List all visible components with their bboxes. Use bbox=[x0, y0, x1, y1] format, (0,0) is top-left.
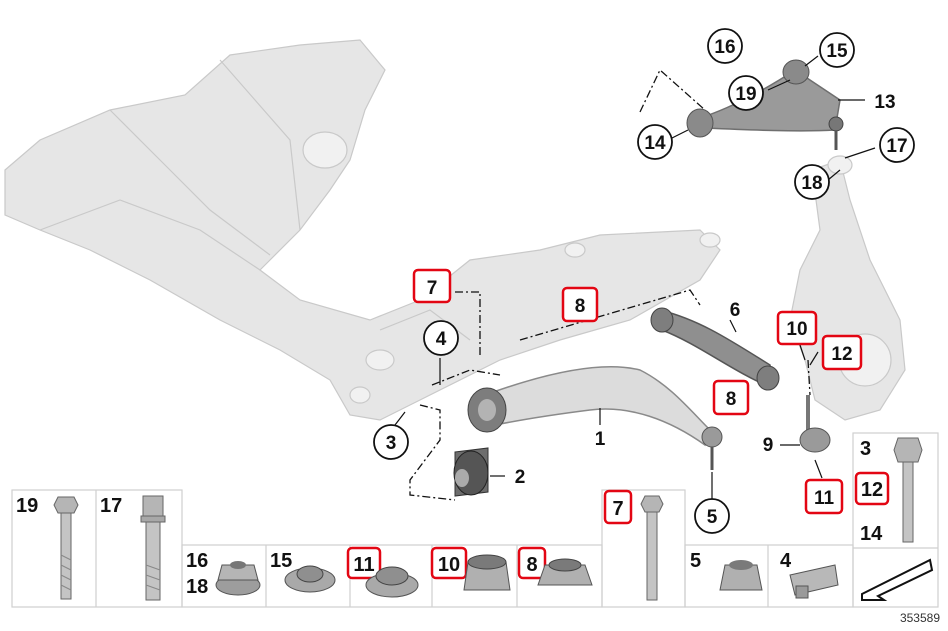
part-label-5: 5 bbox=[690, 550, 701, 572]
upper-wishbone bbox=[686, 59, 844, 150]
callout-label: 16 bbox=[714, 37, 735, 58]
callout-label: 4 bbox=[436, 329, 447, 350]
part-label-7: 7 bbox=[612, 498, 623, 520]
callout-label: 8 bbox=[575, 296, 586, 317]
highlight-box-12 bbox=[854, 471, 890, 506]
callout-14: 14 bbox=[637, 124, 673, 160]
callout-label: 13 bbox=[874, 92, 895, 113]
part-label-16: 16 bbox=[186, 550, 208, 572]
callout-label: 18 bbox=[801, 173, 822, 194]
bolt-19 bbox=[53, 496, 79, 600]
nut-5 bbox=[719, 560, 763, 591]
rubber-bearing bbox=[453, 447, 489, 497]
callout-7-highlighted: 7 bbox=[412, 268, 452, 304]
callout-18: 18 bbox=[794, 164, 830, 200]
callout-label: 12 bbox=[831, 344, 852, 365]
bolt-17 bbox=[140, 495, 166, 601]
callout-17: 17 bbox=[879, 127, 915, 163]
lower-wishbone bbox=[467, 366, 723, 470]
callout-label: 7 bbox=[427, 278, 438, 299]
clip-4 bbox=[789, 564, 839, 599]
nut-10 bbox=[463, 554, 511, 591]
part-label-11: 11 bbox=[353, 554, 374, 576]
callout-label: 19 bbox=[735, 84, 756, 105]
callout-label: 17 bbox=[886, 136, 907, 157]
callout-11-highlighted: 11 bbox=[804, 478, 844, 515]
callout-label: 9 bbox=[763, 435, 774, 456]
highlight-box-7 bbox=[603, 489, 633, 525]
nut-16-18 bbox=[215, 561, 261, 596]
part-label-19: 19 bbox=[16, 495, 38, 517]
callout-label: 3 bbox=[386, 433, 397, 454]
part-label-17: 17 bbox=[100, 495, 122, 517]
callout-6: 6 bbox=[730, 300, 741, 321]
part-label-14: 14 bbox=[860, 523, 883, 545]
nut-15 bbox=[284, 565, 336, 593]
leader-lines bbox=[394, 55, 876, 500]
callout-label: 5 bbox=[707, 507, 718, 528]
callout-label: 8 bbox=[726, 389, 737, 410]
callout-2: 2 bbox=[515, 467, 526, 488]
callout-8-highlighted: 8 bbox=[561, 286, 599, 323]
part-label-12: 12 bbox=[861, 479, 883, 501]
part-label-15: 15 bbox=[270, 550, 292, 572]
callout-label: 11 bbox=[814, 488, 835, 509]
callout-3: 3 bbox=[373, 424, 409, 460]
callout-10-highlighted: 10 bbox=[776, 310, 818, 346]
highlight-box-8 bbox=[517, 546, 547, 580]
callout-8-highlighted: 8 bbox=[712, 379, 750, 416]
callout-9: 9 bbox=[763, 435, 774, 456]
ball-joint bbox=[799, 395, 831, 453]
nut-11 bbox=[365, 566, 419, 598]
callout-label: 15 bbox=[826, 41, 848, 62]
part-label-10: 10 bbox=[438, 554, 460, 576]
callout-15: 15 bbox=[819, 32, 855, 68]
bolt-7 bbox=[640, 495, 664, 601]
nut-8 bbox=[537, 558, 593, 586]
callout-label: 2 bbox=[515, 467, 526, 488]
callout-12-highlighted: 12 bbox=[821, 334, 863, 371]
tension-strut bbox=[650, 307, 780, 391]
callout-4: 4 bbox=[423, 320, 459, 356]
callout-19: 19 bbox=[728, 75, 764, 111]
part-label-3: 3 bbox=[860, 438, 871, 460]
highlight-box-10 bbox=[430, 546, 468, 580]
assembly-lines bbox=[409, 68, 811, 501]
part-label-18: 18 bbox=[186, 576, 208, 598]
callout-5: 5 bbox=[694, 498, 730, 534]
callout-label: 1 bbox=[595, 429, 606, 450]
part-label-8: 8 bbox=[526, 554, 537, 576]
bolt-3-12-14 bbox=[893, 437, 923, 543]
parts-table bbox=[11, 432, 939, 608]
callout-1: 1 bbox=[595, 429, 606, 450]
diagram-reference-number: 353589 bbox=[900, 611, 940, 625]
callout-label: 10 bbox=[786, 319, 807, 340]
callout-label: 14 bbox=[644, 133, 666, 154]
front-axle-subframe bbox=[4, 39, 721, 421]
callout-16: 16 bbox=[707, 28, 743, 64]
callout-label: 6 bbox=[730, 300, 741, 321]
direction-arrow-icon bbox=[861, 558, 934, 601]
callout-13: 13 bbox=[874, 92, 895, 113]
part-label-4: 4 bbox=[780, 550, 792, 572]
highlight-box-11 bbox=[346, 546, 382, 580]
